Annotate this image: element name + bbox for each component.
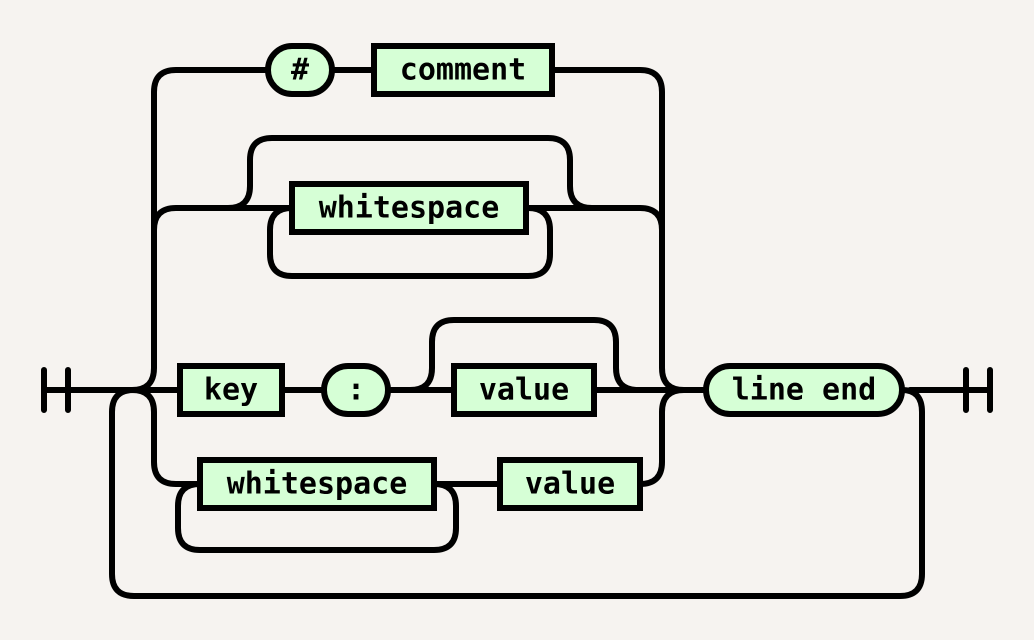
whitespace-top-loop xyxy=(267,205,553,279)
node-value-bottom-label: value xyxy=(525,467,615,502)
node-line-end-label: line end xyxy=(732,373,877,408)
rail-tracks xyxy=(41,67,993,599)
node-hash: # xyxy=(265,43,335,97)
node-key: key xyxy=(177,363,285,417)
node-colon: : xyxy=(321,363,391,417)
whitespace-top-bypass xyxy=(225,135,595,211)
node-whitespace-top-box xyxy=(289,181,529,235)
whitespace-bottom-loop xyxy=(175,481,459,553)
node-whitespace-top: whitespace xyxy=(289,181,529,235)
node-comment: comment xyxy=(371,43,555,97)
end-marker xyxy=(907,367,993,413)
node-hash-label: # xyxy=(291,53,309,88)
node-value-bottom: value xyxy=(497,457,643,511)
node-value-mid-label: value xyxy=(479,373,569,408)
whitespace-top-to-merge xyxy=(523,205,665,233)
node-colon-box xyxy=(321,363,391,417)
node-whitespace-bottom-label: whitespace xyxy=(227,467,408,502)
node-value-bottom-box xyxy=(497,457,643,511)
node-colon-label: : xyxy=(347,373,365,408)
node-whitespace-bottom-box xyxy=(197,457,437,511)
node-value-mid: value xyxy=(451,363,597,417)
repeat-loop xyxy=(109,387,925,599)
node-comment-label: comment xyxy=(400,53,526,88)
value-bypass xyxy=(407,317,641,393)
node-key-label: key xyxy=(204,373,258,408)
node-comment-box xyxy=(371,43,555,97)
start-marker xyxy=(41,367,113,413)
entry-to-whitespace-bottom xyxy=(129,387,203,487)
node-whitespace-bottom: whitespace xyxy=(197,457,437,511)
diagram-nodes: # comment whitespace key : value line en… xyxy=(177,43,905,511)
node-hash-box xyxy=(265,43,335,97)
value-bottom-to-merge xyxy=(637,387,687,487)
node-key-box xyxy=(177,363,285,417)
entry-track xyxy=(107,67,271,393)
node-line-end-box xyxy=(703,363,905,417)
node-value-mid-box xyxy=(451,363,597,417)
node-line-end: line end xyxy=(703,363,905,417)
node-whitespace-top-label: whitespace xyxy=(319,191,500,226)
entry-to-whitespace-top xyxy=(151,205,295,233)
